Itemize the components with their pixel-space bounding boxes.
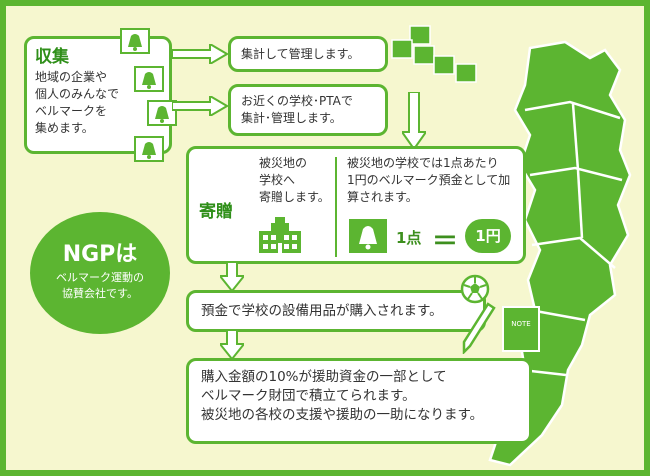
- yen-badge: 1円: [465, 219, 511, 253]
- donate-right-line: 被災地の学校では1点あたり: [347, 156, 499, 170]
- final-line: ベルマーク財団で積立てられます。: [201, 388, 416, 404]
- final-line: 被災地の各校の支援や援助の一助になります。: [201, 407, 484, 423]
- point-label: 1点: [396, 229, 422, 247]
- school-icon: [259, 217, 301, 253]
- donate-left-line: 被災地の: [259, 156, 308, 170]
- collect-line: 地域の企業や: [35, 70, 108, 84]
- arrow-down-icon: [402, 92, 426, 150]
- bellmark-icon: [120, 28, 150, 54]
- arrow-down-icon: [220, 330, 244, 360]
- bellmark-icon: [349, 219, 387, 253]
- equals-sign: ＝: [432, 227, 459, 257]
- donate-left-line: 学校へ: [259, 173, 296, 187]
- ngp-line: ベルマーク運動の: [56, 271, 144, 284]
- pencil-icon: [462, 302, 496, 354]
- final-line: 購入金額の10%が援助資金の一部として: [201, 369, 447, 385]
- boxes-icon: [391, 25, 477, 83]
- collect-title: 収集: [35, 47, 69, 67]
- deposit-text: 預金で学校の設備用品が購入されます。: [201, 303, 443, 319]
- collect-line: 個人のみんなで: [35, 87, 120, 101]
- bellmark-icon: [134, 66, 164, 92]
- collect-line: ベルマークを: [35, 104, 108, 118]
- donate-right-line: 1円のベルマーク預金として加: [347, 173, 511, 187]
- deposit-box: 預金で学校の設備用品が購入されます。: [186, 290, 486, 332]
- donate-right-line: 算されます。: [347, 190, 418, 204]
- tally-school-line: お近くの学校･PTAで: [241, 94, 353, 108]
- arrow-down-icon: [220, 262, 244, 292]
- tally-school-box: お近くの学校･PTAで 集計･管理します。: [228, 84, 388, 136]
- bellmark-icon: [134, 136, 164, 162]
- notebook-icon: NOTE: [502, 306, 540, 352]
- ngp-circle: NGPは ベルマーク運動の 協賛会社です。: [30, 212, 170, 334]
- collect-box: 収集 地域の企業や 個人のみんなで ベルマークを 集めます。: [24, 36, 172, 154]
- ngp-title: NGPは: [62, 242, 138, 267]
- arrow-right-icon: [172, 96, 228, 116]
- tally-school-line: 集計･管理します。: [241, 111, 342, 125]
- yen-label: 1円: [475, 227, 501, 245]
- arrow-right-icon: [172, 44, 228, 64]
- soccer-ball-icon: [460, 274, 490, 304]
- donate-box: 寄贈 被災地の 学校へ 寄贈します。 被災地の学校では1点あたり 1円のベルマー…: [186, 146, 526, 264]
- final-box: 購入金額の10%が援助資金の一部として ベルマーク財団で積立てられます。 被災地…: [186, 358, 532, 444]
- donate-title: 寄贈: [199, 202, 233, 222]
- collect-line: 集めます。: [35, 121, 94, 135]
- donate-left-line: 寄贈します。: [259, 190, 330, 204]
- tally-text: 集計して管理します。: [241, 47, 360, 61]
- donate-divider: [335, 157, 337, 257]
- ngp-line: 協賛会社です。: [62, 287, 138, 300]
- tally-box: 集計して管理します。: [228, 36, 388, 72]
- note-label: NOTE: [511, 320, 531, 328]
